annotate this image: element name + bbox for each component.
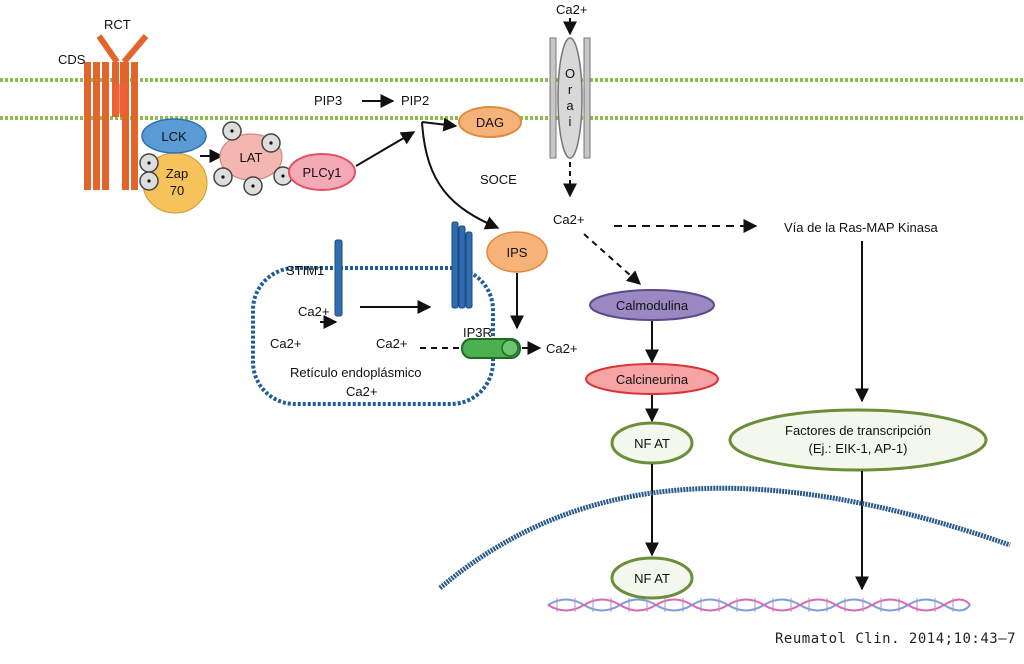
orai-channel — [549, 37, 591, 159]
factores-node — [728, 408, 988, 472]
orai-letter-o: O — [565, 66, 575, 81]
arrow-pip2-ips — [421, 121, 500, 230]
calmodulina-node — [589, 289, 715, 321]
ip3r-channel — [461, 338, 521, 359]
soce-label: SOCE — [480, 172, 517, 187]
lck-label: LCK — [161, 129, 187, 144]
dag-label: DAG — [476, 115, 504, 130]
lat-phosphate-icons — [213, 121, 293, 196]
ca-er-bottom-label: Ca2+ — [346, 384, 377, 399]
zap-label-line2: 70 — [170, 183, 184, 198]
pip3-label: PIP3 — [314, 93, 342, 108]
arrow-ca-calmodulina — [583, 233, 642, 285]
reticulo-label: Retículo endoplásmico — [290, 365, 422, 380]
nfat-cyto-label: NF AT — [634, 436, 670, 451]
ips-label: IPS — [507, 245, 528, 260]
dag-node — [458, 106, 522, 138]
factores-label-line1: Factores de transcripción — [785, 423, 931, 438]
calcineurina-node — [585, 363, 719, 395]
plcy1-node — [288, 153, 356, 191]
nuclear-membrane — [438, 485, 1011, 590]
ca-er-arrow-label: Ca2+ — [298, 304, 329, 319]
nfat-nucleus-node — [610, 556, 694, 600]
cds-label: CDS — [58, 52, 86, 67]
ca-top-label: Ca2+ — [556, 2, 587, 17]
nfat-cyto-node — [610, 421, 694, 465]
tcr-receptor — [84, 34, 149, 190]
stim1-protein — [334, 239, 343, 317]
pip2-label: PIP2 — [401, 93, 429, 108]
orai-letter-r: r — [568, 82, 573, 97]
arrow-pip2-dag — [421, 117, 458, 132]
dna-helix — [547, 598, 971, 612]
zap-label-line1: Zap — [166, 166, 188, 181]
lck-node — [141, 118, 207, 154]
ca-er-left-label: Ca2+ — [270, 336, 301, 351]
ca-mid-label: Ca2+ — [553, 212, 584, 227]
calcineurina-label: Calcineurina — [616, 372, 689, 387]
calmodulina-label: Calmodulina — [616, 298, 689, 313]
plcy1-label: PLCy1 — [302, 165, 341, 180]
zap-phosphate-icons — [139, 153, 159, 191]
endoplasmic-reticulum — [251, 266, 495, 406]
nfat-nucleus-label: NF AT — [634, 571, 670, 586]
orai-letter-a: a — [566, 98, 574, 113]
ras-map-label: Vía de la Ras-MAP Kinasa — [784, 220, 938, 235]
citation: Reumatol Clin. 2014;10:43–7 — [775, 631, 1016, 647]
arrow-plcy1-pip2 — [355, 131, 416, 167]
stim1-label: STIM1 — [286, 263, 324, 278]
ca-release-label: Ca2+ — [546, 341, 577, 356]
rct-label: RCT — [104, 17, 131, 32]
ip3r-label: IP3R — [463, 325, 492, 340]
ips-node — [486, 231, 548, 273]
orai-letter-i: i — [569, 114, 572, 129]
ip3r-protein — [451, 221, 473, 309]
factores-label-line2: (Ej.: EIK-1, AP-1) — [809, 441, 908, 456]
lat-label: LAT — [240, 150, 263, 165]
ca-er-mid-label: Ca2+ — [376, 336, 407, 351]
